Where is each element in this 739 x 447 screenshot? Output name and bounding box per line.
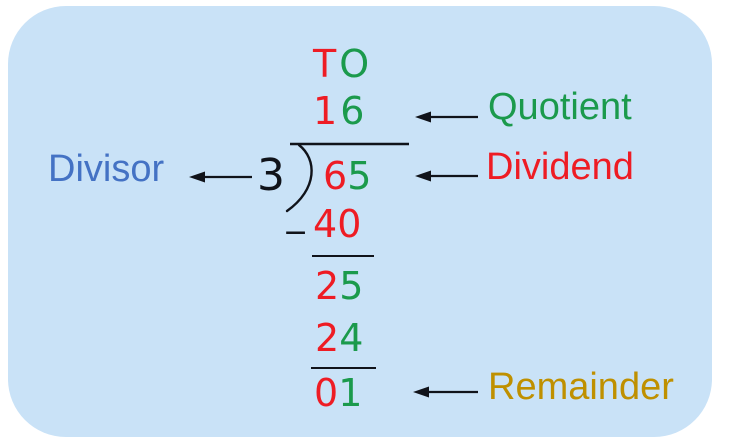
place-value-tens: T bbox=[313, 42, 337, 86]
product2-row: 24 bbox=[315, 319, 363, 357]
divisor-digit: 3 bbox=[257, 150, 285, 201]
dividend-ones-digit: 5 bbox=[347, 154, 372, 198]
quotient-label: Quotient bbox=[488, 86, 632, 128]
remainder-ones-digit: 1 bbox=[338, 371, 363, 415]
product1-ones-digit: 0 bbox=[337, 202, 362, 246]
worksheet-panel bbox=[8, 6, 712, 437]
divisor-label: Divisor bbox=[48, 148, 165, 190]
after-subtract-ones-digit: 5 bbox=[339, 264, 364, 308]
quotient-tens-digit: 1 bbox=[313, 89, 338, 133]
product1-tens-digit: 4 bbox=[313, 202, 338, 246]
dividend-label: Dividend bbox=[486, 146, 634, 188]
minus-sign: − bbox=[283, 215, 309, 250]
quotient-ones-digit: 6 bbox=[340, 89, 365, 133]
product1-row: 40 bbox=[313, 205, 361, 243]
after-subtract-row: 25 bbox=[315, 267, 363, 305]
quotient-row: 16 bbox=[313, 92, 364, 130]
product2-ones-digit: 4 bbox=[339, 316, 364, 360]
remainder-row: 01 bbox=[314, 374, 362, 412]
product2-tens-digit: 2 bbox=[315, 316, 340, 360]
place-value-ones: O bbox=[339, 42, 370, 86]
place-value-row: TO bbox=[313, 45, 369, 83]
dividend-tens-digit: 6 bbox=[323, 154, 348, 198]
dividend-row: 65 bbox=[323, 157, 371, 195]
remainder-tens-digit: 0 bbox=[314, 371, 339, 415]
after-subtract-tens-digit: 2 bbox=[315, 264, 340, 308]
remainder-label: Remainder bbox=[488, 366, 674, 408]
